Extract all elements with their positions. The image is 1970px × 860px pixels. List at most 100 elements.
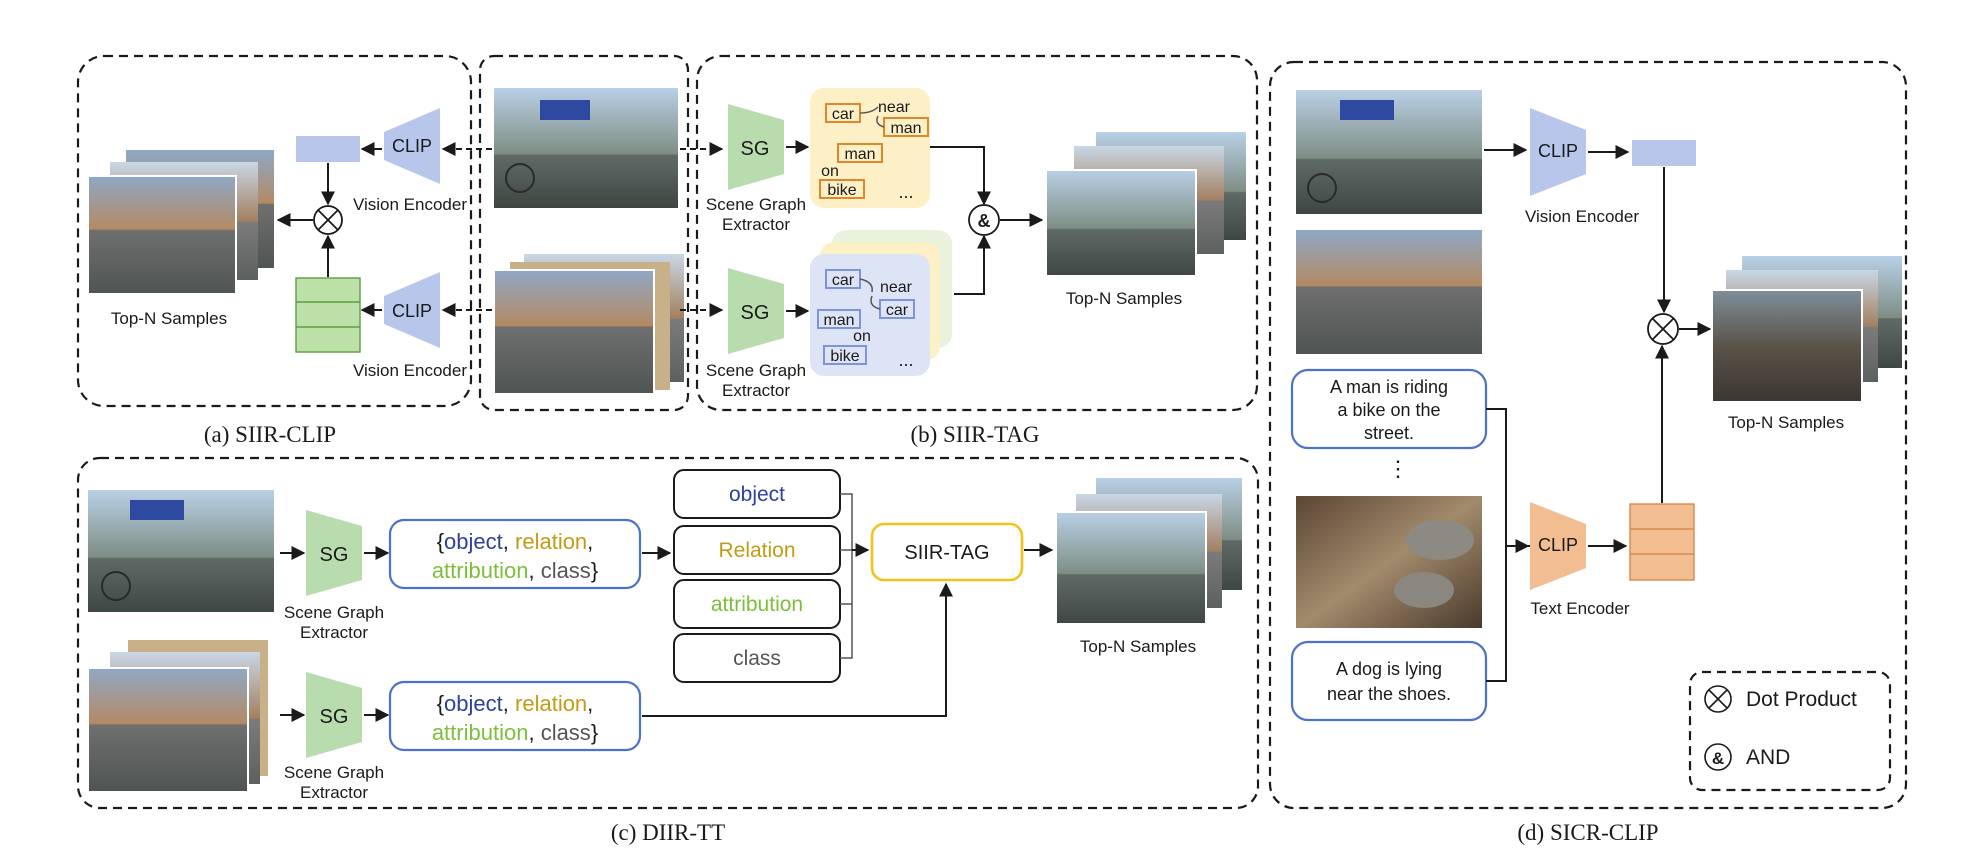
panel-b-sg-top-label: SG <box>741 138 770 160</box>
panel-a-clip-bottom-label: CLIP <box>392 301 432 321</box>
panel-c-sg-top-label: SG <box>320 544 349 566</box>
panel-c-siir-tag-box <box>870 522 1024 582</box>
panel-b-sg-bottom-label: SG <box>741 302 770 324</box>
panel-b-frame <box>695 54 1259 412</box>
panel-d-caption-1-line3: street. <box>1364 423 1414 443</box>
panel-b-graph-top: car near man man on bike ... <box>819 99 929 202</box>
svg-text:&: & <box>978 211 991 231</box>
panel-c-stack-relation-label: Relation <box>718 539 795 562</box>
svg-text:on: on <box>853 328 871 345</box>
panel-d-top-n-label: Top-N Samples <box>1728 413 1844 432</box>
panel-a-top-n-images <box>87 150 274 295</box>
panel-c-frame <box>76 456 1260 810</box>
shared-query-image-bottom <box>493 254 684 395</box>
panel-b-extractor-bottom-2: Extractor <box>722 381 790 400</box>
panel-c-sg-top <box>306 510 362 596</box>
panel-d-clip-vision-label: CLIP <box>1538 141 1578 161</box>
panel-c-siir-tag-label: SIIR-TAG <box>904 542 989 564</box>
panel-a-feature-matrix <box>295 277 361 353</box>
panel-c-sg-bottom-label: SG <box>320 706 349 728</box>
panel-d-top-n-images <box>1711 256 1902 403</box>
panel-d-ellipsis: ⋮ <box>1387 456 1409 481</box>
panel-b-extractor-top-1: Scene Graph <box>706 195 806 214</box>
svg-text:car: car <box>832 106 855 123</box>
panel-a-caption: (a) SIIR-CLIP <box>204 422 336 447</box>
svg-text:bike: bike <box>830 348 859 365</box>
panel-d-clip-text <box>1530 502 1586 590</box>
shared-query-image-top <box>494 88 678 208</box>
panel-a-clip-bottom <box>384 272 440 348</box>
panel-a-feature-vector <box>296 136 360 162</box>
panel-a-dot-product-icon <box>313 205 343 235</box>
panel-c-top-n-images <box>1055 478 1242 625</box>
panel-d-text-encoder: Text Encoder <box>1530 599 1630 618</box>
panel-c-set-top-line2: attribution, class} <box>432 558 598 583</box>
panel-b-top-n-label: Top-N Samples <box>1066 289 1182 308</box>
panel-d-caption: (d) SICR-CLIP <box>1517 820 1658 845</box>
panel-d-caption-2-line2: near the shoes. <box>1327 684 1451 704</box>
panel-b-extractor-top-2: Extractor <box>722 215 790 234</box>
panel-c-extractor-top-2: Extractor <box>300 623 368 642</box>
panel-d-caption-2-box <box>1290 640 1488 722</box>
panel-b-sg-bottom <box>728 268 784 354</box>
panel-b-caption: (b) SIIR-TAG <box>910 422 1039 447</box>
panel-d-vision-encoder: Vision Encoder <box>1525 207 1639 226</box>
panel-d-dot-product-icon <box>1647 313 1679 345</box>
legend-frame <box>1688 670 1892 792</box>
panel-a-clip-top <box>384 108 440 184</box>
panel-c-set-bottom-line2: attribution, class} <box>432 720 598 745</box>
panel-d-caption-1-line1: A man is riding <box>1330 377 1448 397</box>
panel-b-top-n-images <box>1045 132 1246 277</box>
svg-text:bike: bike <box>827 182 856 199</box>
panel-d-frame <box>1268 60 1908 810</box>
panel-a-frame <box>76 54 473 408</box>
panel-d-image-dog <box>1296 496 1482 628</box>
svg-text:man: man <box>823 312 854 329</box>
panel-b-graph-bottom: car near car man on bike ... <box>817 269 915 370</box>
panel-d-caption-1-line2: a bike on the <box>1337 400 1440 420</box>
panel-a-top-n-label: Top-N Samples <box>111 309 227 328</box>
panel-d-caption-2-line1: A dog is lying <box>1336 659 1442 679</box>
panel-c-set-bottom-box <box>388 680 642 752</box>
legend-and-icon: & <box>1704 743 1732 771</box>
panel-a-vision-encoder-top: Vision Encoder <box>353 195 467 214</box>
panel-d-image-2 <box>1296 230 1482 354</box>
shared-images-frame <box>478 54 690 412</box>
panel-d-clip-text-label: CLIP <box>1538 535 1578 555</box>
svg-text:near: near <box>878 99 911 116</box>
svg-text:car: car <box>886 302 909 319</box>
panel-c-stack-attribution-label: attribution <box>711 593 803 616</box>
panel-c-set-bottom-line1: {object, relation, <box>437 691 594 716</box>
panel-a-clip-top-label: CLIP <box>392 136 432 156</box>
panel-c-stack-class-label: class <box>733 647 781 670</box>
svg-text:car: car <box>832 272 855 289</box>
panel-d-clip-vision <box>1530 108 1586 196</box>
panel-d-image-feature <box>1632 140 1696 166</box>
svg-text:man: man <box>844 146 875 163</box>
panel-b-extractor-bottom-1: Scene Graph <box>706 361 806 380</box>
svg-text:man: man <box>890 120 921 137</box>
panel-c-query-image-bottom <box>87 640 268 793</box>
svg-text:on: on <box>821 163 839 180</box>
svg-text:...: ... <box>898 182 913 202</box>
panel-c-caption: (c) DIIR-TT <box>611 820 725 845</box>
panel-c-query-image-top <box>88 490 274 612</box>
svg-text:&: & <box>1712 749 1724 768</box>
legend-dot-product-icon <box>1704 685 1732 713</box>
panel-b-sg-top <box>728 104 784 190</box>
panel-b-and-icon: & <box>968 204 1000 236</box>
panel-c-set-top-line1: {object, relation, <box>437 529 594 554</box>
panel-a-vision-encoder-bottom: Vision Encoder <box>353 361 467 380</box>
panel-d-text-feature-matrix <box>1629 503 1695 581</box>
legend-and-label: AND <box>1746 746 1790 769</box>
panel-d-image-1 <box>1296 90 1482 214</box>
panel-c-stack-object-label: object <box>729 483 785 506</box>
panel-c-set-top-box <box>388 518 642 590</box>
panel-c-sg-bottom <box>306 672 362 758</box>
svg-text:...: ... <box>898 350 913 370</box>
legend-dot-product-label: Dot Product <box>1746 688 1857 711</box>
panel-c-top-n-label: Top-N Samples <box>1080 637 1196 656</box>
panel-c-extractor-bottom-1: Scene Graph <box>284 763 384 782</box>
panel-c-extractor-top-1: Scene Graph <box>284 603 384 622</box>
